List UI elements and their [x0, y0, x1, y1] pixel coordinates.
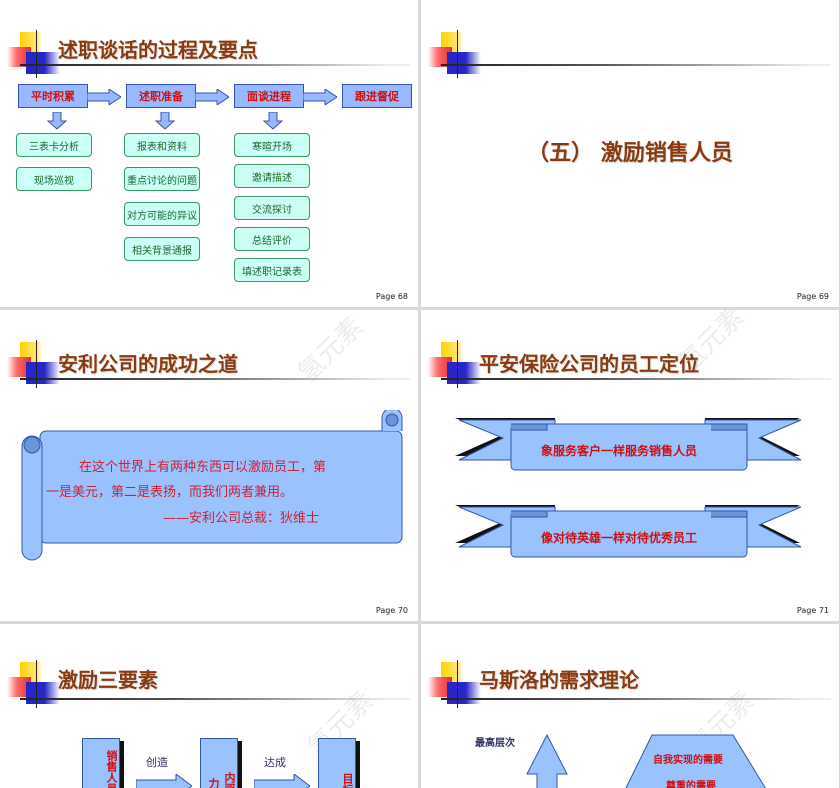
arrow-label-create: 创造 — [146, 756, 168, 769]
arrow-label-achieve: 达成 — [264, 756, 286, 769]
right-arrow-icon — [195, 89, 229, 105]
header-rule — [441, 698, 831, 700]
pyramid-level-1: 自我实现的需要 — [653, 755, 723, 766]
slide-68[interactable]: 述职谈话的过程及要点 平时积累 述职准备 面谈进程 跟进督促 三表卡分析 现场巡… — [0, 0, 418, 307]
slide-title: 激励三要素 — [58, 668, 158, 692]
step-item: 寒暄开场 — [234, 133, 310, 157]
header-rule — [20, 698, 410, 700]
step-item: 交流探讨 — [234, 196, 310, 220]
step-item: 三表卡分析 — [16, 133, 92, 157]
element-box-goal: 目标 — [318, 738, 356, 788]
right-arrow-icon — [254, 774, 310, 788]
header-decoration-icon — [6, 30, 60, 80]
ribbon-text-1: 象服务客户一样服务销售人员 — [541, 444, 698, 458]
quote-line-2: 一是美元，第二是表扬，而我们两者兼用。 — [46, 485, 294, 500]
ribbon-banner-icon — [455, 418, 802, 471]
up-arrow-icon — [526, 734, 568, 788]
slide-73[interactable]: 氢元素 马斯洛的需求理论 最高层次 自我实现的需要 尊重的需要 — [421, 624, 839, 788]
scroll-banner-icon — [21, 410, 403, 561]
right-arrow-icon — [303, 89, 337, 105]
step-item: 报表和资料 — [124, 133, 200, 157]
slide-69[interactable]: （五） 激励销售人员 Page 69 — [421, 0, 839, 307]
step-item: 相关背景通报 — [124, 237, 200, 261]
ribbon-text-2: 像对待英雄一样对待优秀员工 — [541, 531, 698, 545]
ribbon-banner-icon — [455, 505, 802, 558]
step-item: 现场巡视 — [16, 167, 92, 191]
header-decoration-icon — [427, 660, 481, 710]
right-arrow-icon — [136, 774, 192, 788]
down-arrow-icon — [155, 112, 175, 130]
pyramid-shape — [625, 734, 766, 788]
section-title: （五） 激励销售人员 — [527, 141, 733, 166]
slide-72[interactable]: 氢元素 激励三要素 销售人员 创造 内驱力 达成 目标 — [0, 624, 418, 788]
page-number: Page 70 — [375, 606, 408, 615]
header-decoration-icon — [427, 30, 481, 80]
step-item: 重点讨论的问题 — [124, 167, 200, 191]
step-item: 邀请描述 — [234, 164, 310, 188]
flow-step-4: 跟进督促 — [342, 84, 412, 108]
flow-step-1: 平时积累 — [18, 84, 88, 108]
page-number: Page 71 — [796, 606, 829, 615]
pyramid-level-2: 尊重的需要 — [666, 781, 716, 788]
slide-title: 述职谈话的过程及要点 — [58, 38, 258, 62]
flow-step-2: 述职准备 — [126, 84, 196, 108]
slide-title: 平安保险公司的员工定位 — [479, 352, 699, 376]
element-box-salesperson: 销售人员 — [82, 738, 120, 788]
quote-author: ——安利公司总裁：狄维士 — [163, 511, 320, 526]
page-number: Page 68 — [375, 292, 408, 301]
element-box-drive: 内驱力 — [200, 738, 238, 788]
header-decoration-icon — [6, 660, 60, 710]
step-item: 填述职记录表 — [234, 258, 310, 282]
quote-line-1: 在这个世界上有两种东西可以激励员工，第 — [79, 460, 327, 475]
header-rule — [20, 64, 410, 66]
down-arrow-icon — [47, 112, 67, 130]
slide-title: 安利公司的成功之道 — [58, 352, 238, 376]
header-decoration-icon — [427, 340, 481, 390]
page-number: Page 69 — [796, 292, 829, 301]
step-item: 总结评价 — [234, 227, 310, 251]
down-arrow-icon — [263, 112, 283, 130]
slide-70[interactable]: 氢元素 安利公司的成功之道 在这个世界上有两种东西可以激励员工，第 一是美元，第… — [0, 310, 418, 621]
header-decoration-icon — [6, 340, 60, 390]
slide-title: 马斯洛的需求理论 — [479, 668, 639, 692]
header-rule — [441, 64, 831, 66]
slide-71[interactable]: 氢元素 平安保险公司的员工定位 象服务客户一样服务销售人员 像对待英雄一样对待优… — [421, 310, 839, 621]
flow-step-3: 面谈进程 — [234, 84, 304, 108]
header-rule — [441, 378, 831, 380]
step-item: 对方可能的异议 — [124, 202, 200, 226]
header-rule — [20, 378, 410, 380]
right-arrow-icon — [87, 89, 121, 105]
axis-label-highest: 最高层次 — [475, 738, 515, 749]
